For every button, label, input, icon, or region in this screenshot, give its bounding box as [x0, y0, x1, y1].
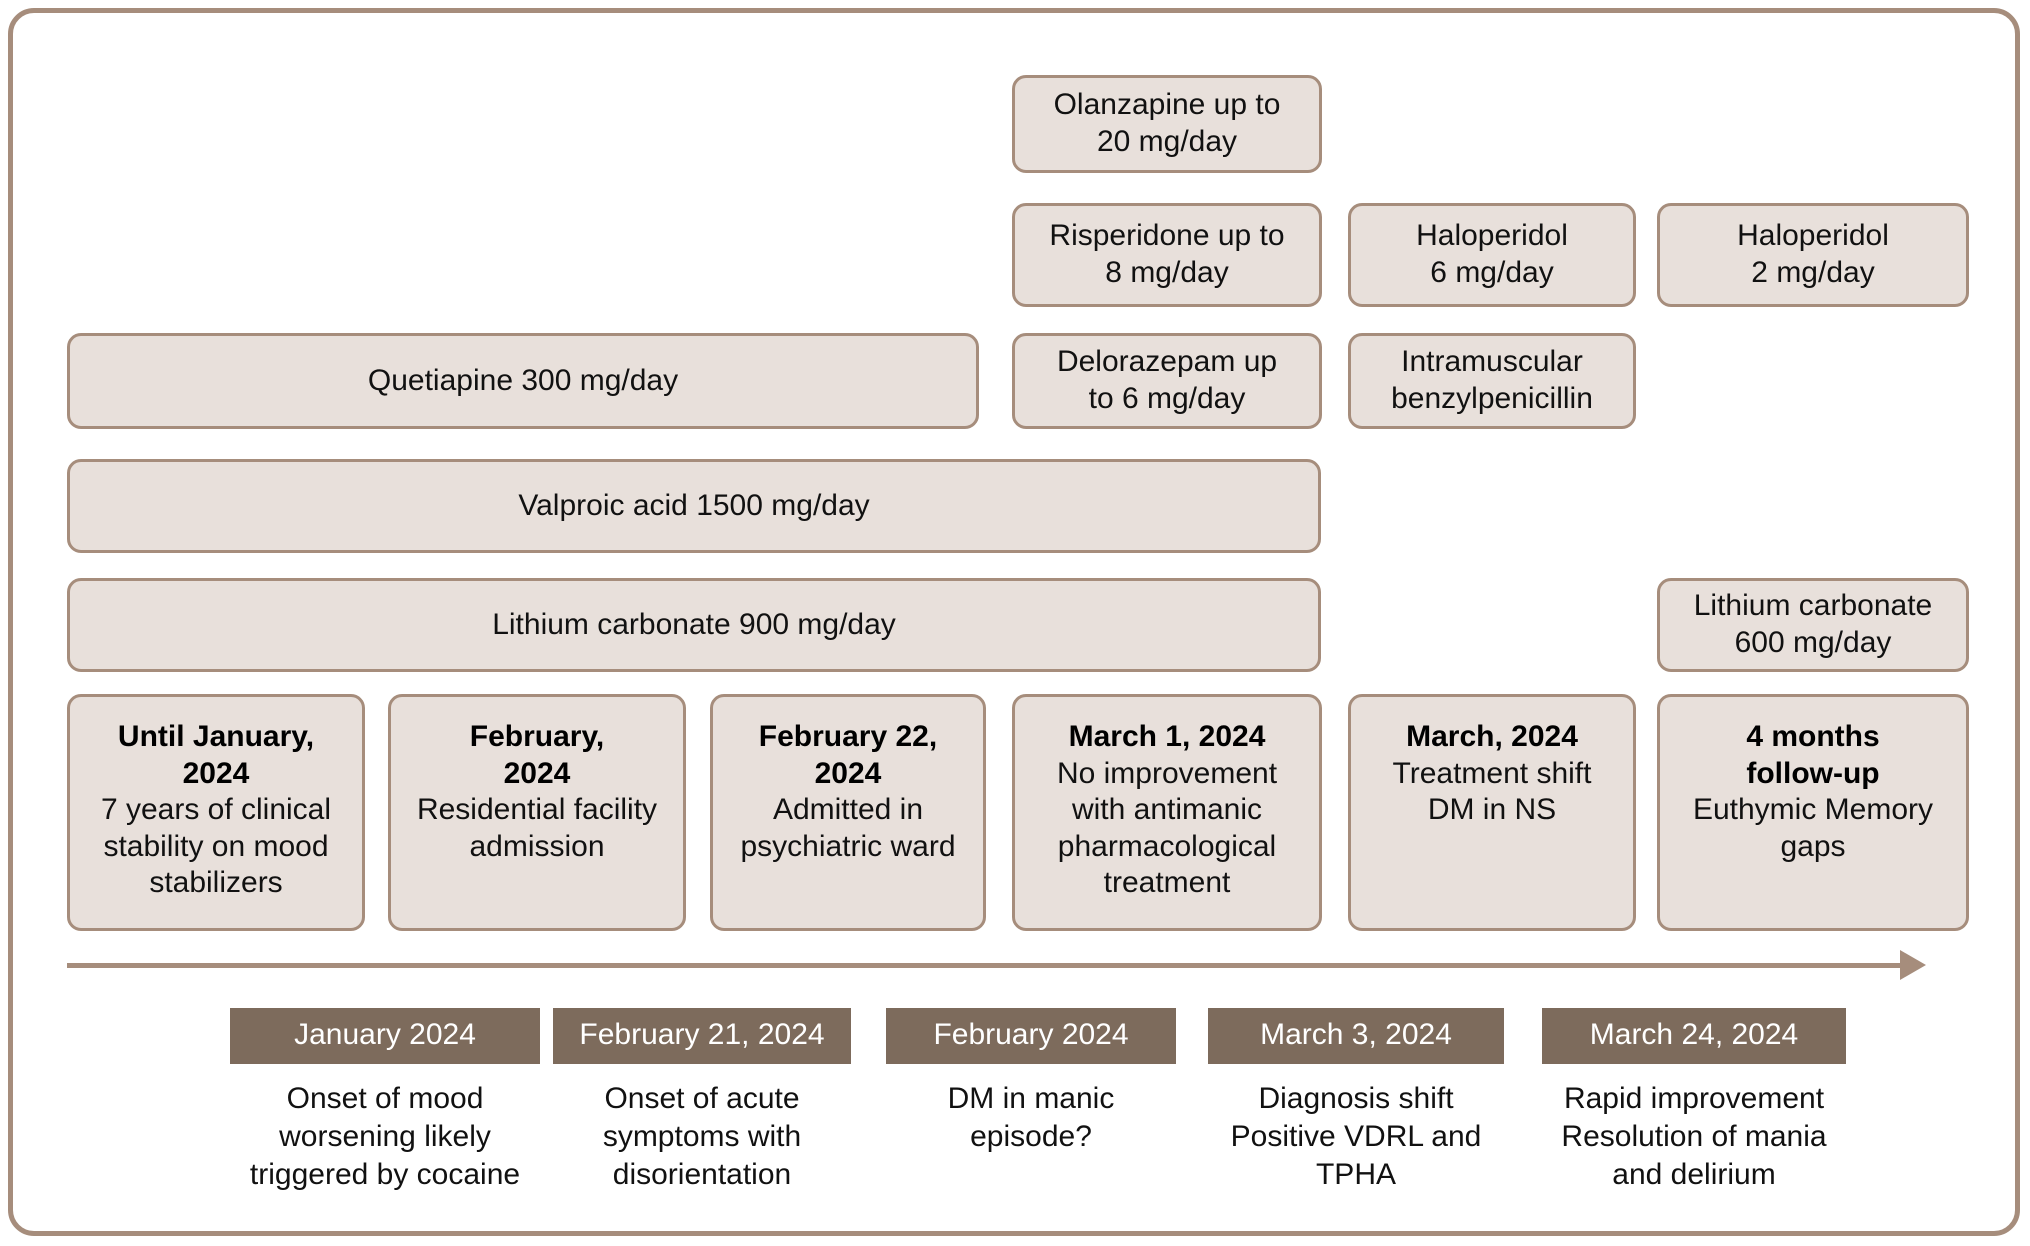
- treatment-label: Valproic acid 1500 mg/day: [518, 488, 870, 522]
- event-date: March, 2024: [1406, 720, 1578, 753]
- milestone-badge: February 21, 2024: [553, 1008, 851, 1064]
- treatment-label: Lithium carbonate 900 mg/day: [492, 607, 896, 641]
- milestone-badge: March 3, 2024: [1208, 1008, 1504, 1064]
- event-date: Until January,2024: [117, 720, 315, 790]
- milestone-badge: February 2024: [886, 1008, 1176, 1064]
- treatment-box-lithium-900: Lithium carbonate 900 mg/day: [67, 578, 1321, 672]
- event-date: February 22,2024: [758, 720, 938, 790]
- event-date: March 1, 2024: [1068, 720, 1266, 753]
- timeline-axis-line: [67, 963, 1902, 968]
- timeline-arrow-icon: [1900, 950, 1926, 980]
- treatment-box-quetiapine: Quetiapine 300 mg/day: [67, 333, 979, 429]
- milestone-badge: March 24, 2024: [1542, 1008, 1846, 1064]
- treatment-box-valproic-acid: Valproic acid 1500 mg/day: [67, 459, 1321, 553]
- treatment-label: Quetiapine 300 mg/day: [367, 363, 679, 397]
- milestone-badge: January 2024: [230, 1008, 540, 1064]
- event-date: February,2024: [469, 720, 605, 790]
